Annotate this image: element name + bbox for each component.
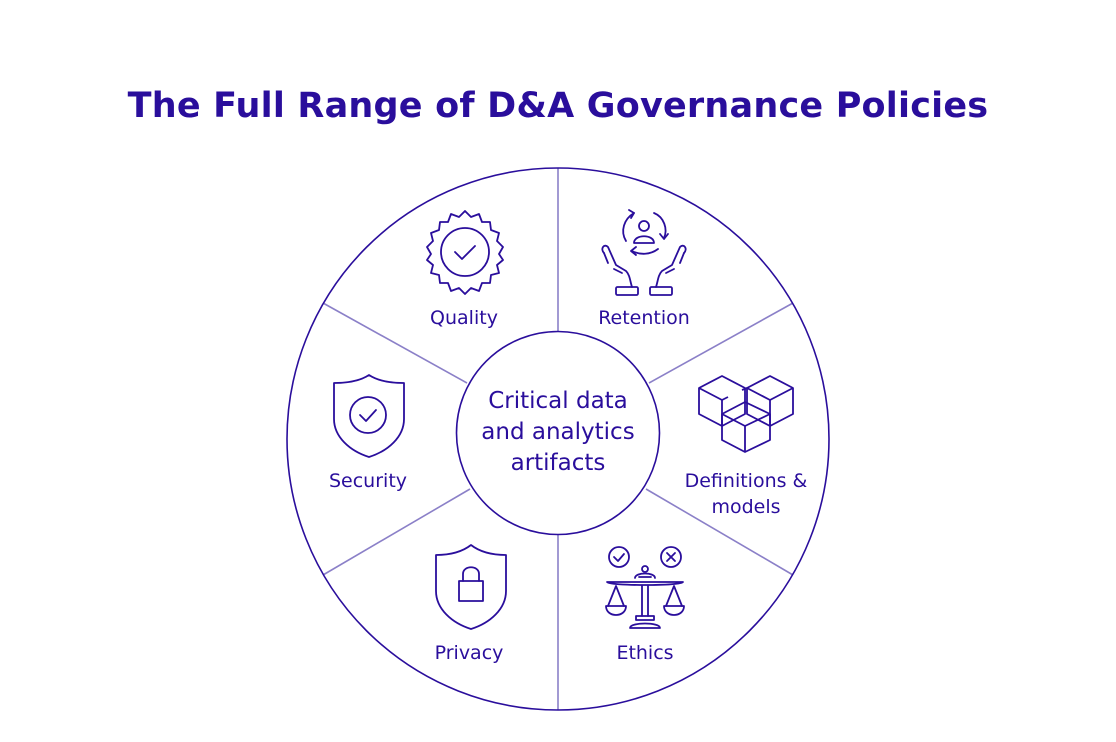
shield-check-icon [333, 374, 405, 458]
inner-circle [455, 330, 661, 536]
hands-user-cycle-icon [601, 209, 687, 296]
center-label: Critical data and analytics artifacts [458, 386, 658, 479]
center-line-2: and analytics [481, 419, 635, 445]
scales-check-cross-icon [605, 546, 685, 629]
segment-label-definitions: Definitions & models [685, 468, 808, 520]
segment-label-quality: Quality [430, 307, 498, 329]
divider-upper-left [322, 302, 468, 384]
center-line-1: Critical data [488, 388, 628, 414]
segment-label-definitions-line-1: Definitions & [684, 470, 808, 492]
segment-label-privacy: Privacy [434, 642, 504, 664]
segment-label-retention: Retention [598, 307, 690, 329]
divider-lower-right [645, 488, 794, 576]
quality-badge-check-icon [426, 210, 504, 295]
segment-label-ethics: Ethics [616, 642, 674, 664]
center-line-3: artifacts [510, 450, 606, 476]
outer-circle [286, 167, 830, 711]
divider-lower-left [322, 488, 471, 576]
stacked-cubes-icon [698, 375, 794, 453]
divider-upper-right [648, 302, 794, 384]
wheel-dividers [322, 168, 794, 710]
segment-label-security: Security [328, 470, 408, 492]
shield-lock-icon [435, 544, 507, 630]
diagram-title: The Full Range of D&A Governance Policie… [127, 86, 989, 126]
segment-label-definitions-line-2: models [711, 496, 781, 518]
